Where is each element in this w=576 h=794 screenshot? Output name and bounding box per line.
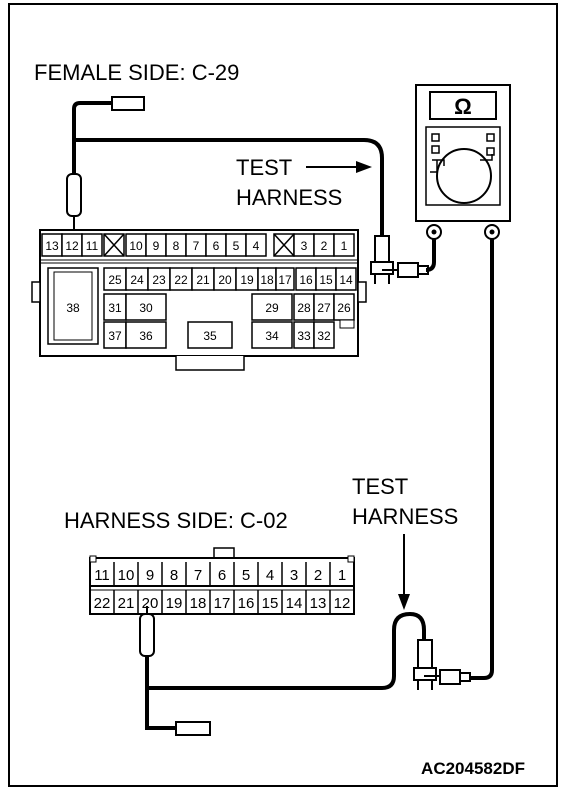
test-harness-wire-bottom <box>147 611 426 690</box>
probe-top-left <box>66 96 145 243</box>
c29-pin-19: 19 <box>240 273 254 287</box>
c02-pin-2: 2 <box>314 567 322 584</box>
connector-c02: 11 10 9 8 7 6 5 4 3 2 1 22 21 20 19 18 1… <box>89 547 355 615</box>
meter-dial <box>436 148 492 204</box>
test-label-bottom: TEST <box>352 474 408 499</box>
c29-pin-16: 16 <box>299 273 313 287</box>
c29-pin-30: 30 <box>139 301 153 315</box>
c29-pin-21: 21 <box>196 273 210 287</box>
c29-pin-33: 33 <box>297 329 311 343</box>
c29-pin-17: 17 <box>278 273 292 287</box>
c29-pin-26: 26 <box>337 301 351 315</box>
female-side-label: FEMALE SIDE: C-29 <box>34 60 239 85</box>
meter-display <box>429 91 497 120</box>
c29-pin-29: 29 <box>265 301 279 315</box>
c02-pin-1: 1 <box>338 567 346 584</box>
c29-pin-34: 34 <box>265 329 279 343</box>
arrow-down-icon <box>398 534 410 610</box>
c29-pin-36: 36 <box>139 329 153 343</box>
c29-pin-37: 37 <box>108 329 122 343</box>
c02-pin-4: 4 <box>266 567 274 584</box>
test-label-top: TEST <box>236 155 292 180</box>
c02-pin-13: 13 <box>310 595 327 612</box>
c02-pin-19: 19 <box>166 595 183 612</box>
c02-pin-18: 18 <box>190 595 207 612</box>
test-harness-wire-top <box>74 138 384 236</box>
probe-bottom-left <box>139 606 211 736</box>
c29-pin-14: 14 <box>339 273 353 287</box>
c02-pin-15: 15 <box>262 595 279 612</box>
figure-code: AC204582DF <box>421 759 525 778</box>
test-harness-connector-bottom <box>413 639 471 690</box>
c29-pin-38: 38 <box>66 301 80 315</box>
c29-pin-2: 2 <box>321 239 328 253</box>
c29-pin-20: 20 <box>218 273 232 287</box>
test-harness-connector-top <box>370 235 429 284</box>
harness-label-top: HARNESS <box>236 185 342 210</box>
c02-pin-21: 21 <box>118 595 135 612</box>
c29-pin-28: 28 <box>297 301 311 315</box>
diagram-frame <box>8 3 558 787</box>
c29-pin-22: 22 <box>174 273 188 287</box>
meter-lead-top <box>425 239 436 272</box>
c02-pin-11: 11 <box>94 567 110 584</box>
meter-lead-bottom <box>468 239 494 680</box>
harness-side-label: HARNESS SIDE: C-02 <box>64 508 288 533</box>
c29-pin-27: 27 <box>317 301 331 315</box>
c02-pin-20: 20 <box>142 595 159 612</box>
c02-pin-8: 8 <box>170 567 178 584</box>
c02-pin-14: 14 <box>286 595 303 612</box>
c29-pin-1: 1 <box>341 239 348 253</box>
c29-pin-32: 32 <box>317 329 331 343</box>
c29-pin-8: 8 <box>173 239 180 253</box>
c02-pin-6: 6 <box>218 567 226 584</box>
c29-pin-7: 7 <box>193 239 200 253</box>
c29-pin-4: 4 <box>253 239 260 253</box>
c02-pin-3: 3 <box>290 567 298 584</box>
c29-pin-10: 10 <box>129 239 143 253</box>
c29-pin-15: 15 <box>319 273 333 287</box>
ohm-icon: Ω <box>454 94 472 119</box>
c29-pin-5: 5 <box>233 239 240 253</box>
c29-pin-12: 12 <box>65 239 79 253</box>
ohmmeter: Ω <box>415 84 511 240</box>
c29-pin-11: 11 <box>86 239 99 253</box>
c02-pin-9: 9 <box>146 567 154 584</box>
c29-pin-6: 6 <box>213 239 220 253</box>
c29-pin-24: 24 <box>130 273 144 287</box>
arrow-right-icon <box>306 161 372 173</box>
c02-pin-7: 7 <box>194 567 202 584</box>
connector-c29: 13 12 11 10 9 8 7 6 5 4 3 2 1 38 25 24 2… <box>31 229 367 371</box>
c29-pin-25: 25 <box>108 273 122 287</box>
c29-pin-18: 18 <box>260 273 274 287</box>
c02-pin-16: 16 <box>238 595 255 612</box>
c02-pin-5: 5 <box>242 567 250 584</box>
c02-pin-17: 17 <box>214 595 231 612</box>
c02-pin-22: 22 <box>94 595 111 612</box>
c29-pin-3: 3 <box>301 239 308 253</box>
harness-label-bottom: HARNESS <box>352 504 458 529</box>
c29-pin-35: 35 <box>203 329 217 343</box>
c29-pin-13: 13 <box>45 239 59 253</box>
c29-pin-9: 9 <box>153 239 160 253</box>
c02-pin-10: 10 <box>118 567 135 584</box>
c29-pin-31: 31 <box>108 301 122 315</box>
c29-pin-23: 23 <box>152 273 166 287</box>
c02-pin-12: 12 <box>334 595 351 612</box>
